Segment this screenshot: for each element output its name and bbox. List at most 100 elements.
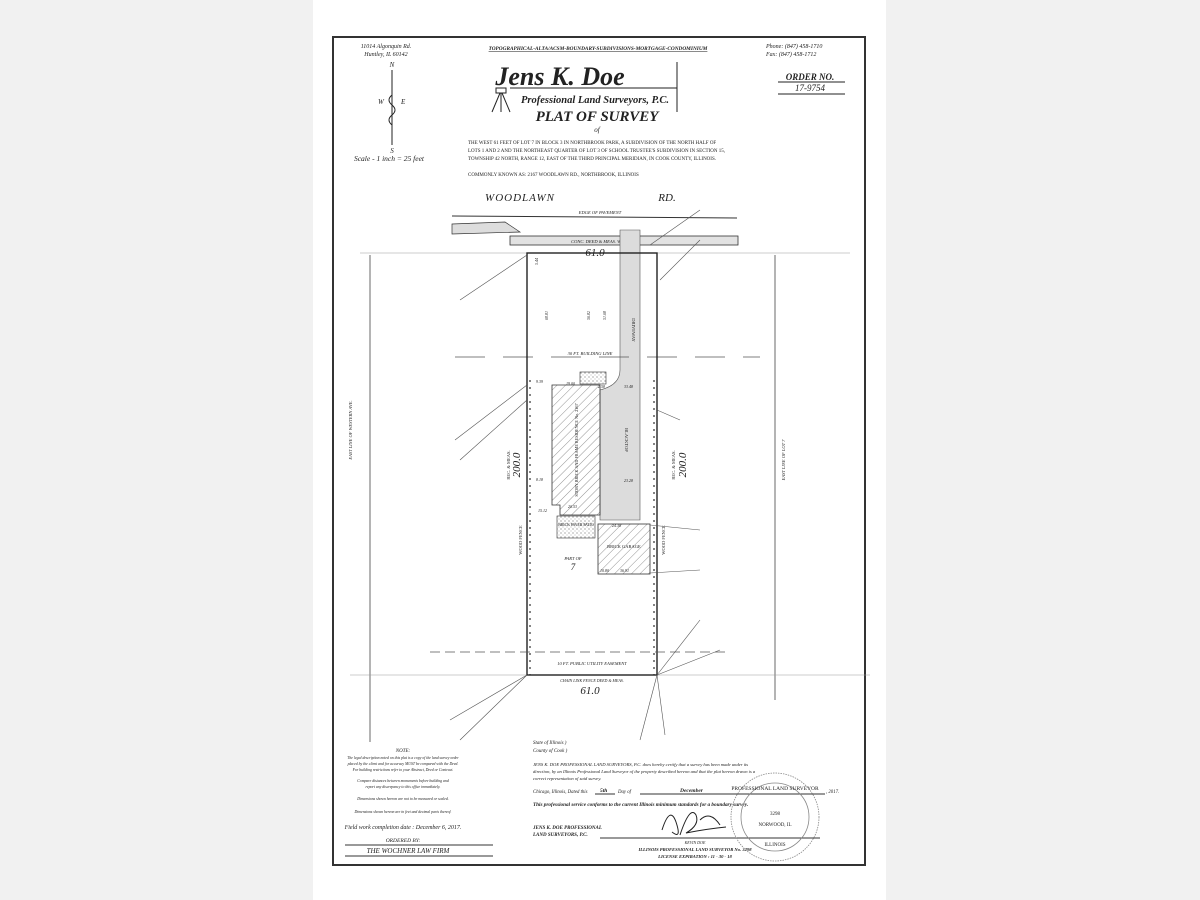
dated-day: 5th: [600, 788, 607, 794]
ordered-by-label: ORDERED BY:: [386, 838, 421, 844]
dim: 8.18: [536, 477, 543, 482]
dim: 36.91: [620, 568, 629, 573]
east-line-lot-7: EAST LINE OF LOT 7: [781, 439, 786, 482]
edge-of-pavement-label: EDGE OF PAVEMENT: [578, 210, 622, 215]
lot-boundary: [526, 252, 658, 676]
dim: 2.58: [598, 384, 605, 389]
firm-line2: LAND SURVEYORS, P.C.: [532, 833, 588, 838]
license-number: ILLINOIS PROFESSIONAL LAND SURVEYOR No. …: [637, 847, 752, 852]
address-line2: Huntley, IL 60142: [363, 51, 407, 58]
dated-prefix: Chicago, Illinois, Dated this: [533, 790, 588, 795]
brick-garage: [597, 523, 651, 575]
seal-top: PROFESSIONAL LAND SURVEYOR: [731, 786, 819, 792]
note-line: Dimensions shown hereon are not to be me…: [356, 797, 449, 801]
pavement-curb: [451, 221, 522, 235]
note-line: report any discrepancy to this office im…: [366, 785, 441, 789]
compass-e: E: [400, 98, 406, 106]
company-subtitle: Professional Land Surveyors, P.C.: [521, 95, 669, 106]
building-line-label: 30 FT. BUILDING LINE: [568, 351, 613, 356]
east-dimension: 200.0: [677, 452, 689, 477]
east-fence-label: WOOD FENCE: [661, 525, 666, 555]
order-label: ORDER NO.: [786, 72, 835, 82]
driveway-label: DRIVEWAY: [631, 318, 636, 342]
dim: 24.30: [612, 523, 621, 528]
ordered-by: THE WOCHNER LAW FIRM: [367, 847, 451, 855]
certification-line3: correct representation of said survey.: [533, 776, 601, 781]
order-number: 17-9754: [795, 83, 825, 93]
page-border: [332, 36, 866, 866]
services-banner: TOPOGRAPHICAL-ALTA/ACSM-BOUNDARY-SUBDIVI…: [489, 46, 708, 52]
dimension-labels: 5.44 60.81 56.82 51.68 9.39 19.00 2.58 3…: [534, 258, 633, 573]
document-title: PLAT OF SURVEY: [536, 109, 661, 125]
address-line1: 11014 Algonquin Rd.: [361, 43, 412, 50]
firm-line1: JENS K. DOE PROFESSIONAL: [532, 826, 602, 831]
compass-w: W: [378, 98, 385, 106]
compass-s: S: [390, 147, 394, 155]
commonly-known-as: COMMONLY KNOWN AS: 2167 WOODLAWN RD., NO…: [468, 173, 639, 178]
street-suffix: RD.: [657, 192, 675, 204]
standards-statement: This professional service conforms to th…: [533, 802, 748, 808]
lot-label: PART OF: [563, 556, 581, 561]
fax: Fax: (847) 458-1712: [765, 51, 816, 58]
note-line: Dimensions shown hereon are in feet and …: [353, 810, 451, 814]
bottom-dimension: 61.0: [580, 685, 600, 697]
note-line: Compare distances between monuments befo…: [357, 779, 449, 783]
legal-description-line2: LOTS 1 AND 2 AND THE NORTHEAST QUARTER O…: [468, 149, 725, 154]
east-rec-meas: REC. & MEAS.: [671, 450, 676, 479]
residence-building: [551, 384, 601, 516]
field-work-date: Field work completion date : December 6,…: [344, 825, 462, 831]
dim: 23.28: [624, 478, 633, 483]
blacktop-label: BLACKTOP: [624, 428, 629, 452]
dim: 19.00: [566, 381, 575, 386]
certification-line1: JENS K. DOE PROFESSIONAL LAND SURVEYORS,…: [533, 762, 748, 768]
signer-name: KEVIN DOE: [684, 840, 706, 845]
monument-leader-lines: [449, 209, 721, 741]
note-title: NOTE:: [395, 749, 411, 754]
dated-month: December: [679, 788, 704, 794]
certification-line2: direction, by an Illinois Professional L…: [533, 769, 756, 775]
easement-label: 10 FT. PUBLIC UTILITY EASEMENT: [557, 661, 627, 666]
front-stoop: [579, 371, 607, 385]
notes-block: The legal description noted on this plat…: [347, 756, 460, 814]
dim: 33.48: [624, 384, 633, 389]
dim: 60.81: [544, 311, 549, 320]
seal-city: NORWOOD, IL: [758, 823, 791, 828]
west-rec-meas: REC. & MEAS.: [506, 450, 511, 479]
dated-year: , 2017.: [826, 790, 839, 795]
seal-number: 3298: [770, 812, 781, 817]
scale-note: Scale - 1 inch = 25 feet: [354, 154, 425, 163]
west-fence-label: WOOD FENCE: [518, 525, 523, 555]
west-dimension: 200.0: [511, 452, 523, 477]
note-line: placed by the client and for accuracy MU…: [347, 762, 459, 766]
note-line: For building restrictions refer to your …: [352, 768, 454, 773]
dim: 5.44: [534, 258, 539, 265]
legal-description-line3: TOWNSHIP 42 NORTH, RANGE 12, EAST OF THE…: [468, 157, 716, 162]
chain-fence-label: CHAIN LINK FENCE DEED & MEAS.: [560, 678, 624, 683]
sidewalk-label: CONC. DEED & MEAS. WALK: [571, 239, 630, 244]
legal-description-line1: THE WEST 61 FEET OF LOT 7 IN BLOCK 3 IN …: [468, 141, 716, 146]
signature: [661, 812, 727, 836]
dim: 51.68: [602, 311, 607, 320]
compass-n: N: [389, 61, 395, 69]
phone: Phone: (847) 458-1710: [765, 43, 822, 50]
county: County of Cook ): [533, 749, 568, 754]
of-label: of: [594, 126, 601, 134]
street-name: WOODLAWN: [485, 192, 555, 204]
dim: 10.80: [600, 568, 609, 573]
dim: 9.39: [536, 379, 543, 384]
company-logo-name: Jens K. Doe: [494, 62, 624, 91]
patio-label: BRICK PAVER PATIO: [558, 523, 594, 527]
edge-of-pavement-line: [451, 215, 738, 219]
day-of: Day of: [617, 790, 632, 795]
north-arrow-icon: [388, 70, 396, 145]
surveyor-tripod-logo: [491, 87, 511, 113]
garage-label: BRICK GARAGE: [607, 544, 641, 549]
residence-label: STORY BRICK AND FRAME RESIDENCE No. 2167: [574, 403, 579, 496]
dim: 20.53: [568, 504, 577, 509]
top-dimension: 61.0: [585, 247, 605, 259]
surveyor-seal-stamp: PROFESSIONAL LAND SURVEYOR 3298 NORWOOD,…: [730, 772, 820, 862]
patio: [556, 515, 596, 539]
license-expiration: LICENSE EXPIRATION : 11 - 30 - 18: [657, 854, 732, 859]
note-line: The legal description noted on this plat…: [347, 756, 459, 760]
